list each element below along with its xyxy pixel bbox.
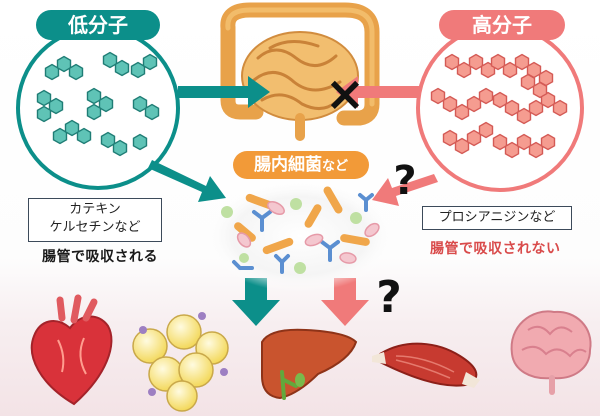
high-molecule-hexagon bbox=[528, 141, 544, 159]
low-molecule-hexagon bbox=[86, 103, 102, 121]
fat-cells-icon bbox=[132, 312, 229, 412]
left-absorbed-text: 腸管で吸収される bbox=[42, 249, 158, 265]
brain-icon bbox=[510, 310, 592, 395]
low-molecule-hexagon bbox=[64, 119, 80, 137]
high-molecule-hexagon bbox=[516, 107, 532, 125]
high-molecular-label: 高分子 bbox=[439, 10, 565, 40]
low-molecule-hexagon bbox=[36, 89, 52, 107]
low-molecule-hexagon bbox=[142, 53, 158, 71]
high-molecule-hexagon bbox=[444, 53, 460, 71]
teal-arrow-to-intestine bbox=[178, 76, 270, 108]
low-molecule-hexagon bbox=[56, 55, 72, 73]
high-molecule-hexagon bbox=[478, 121, 494, 139]
coral-arrow-to-bacteria bbox=[372, 174, 438, 206]
high-molecule-hexagon bbox=[502, 61, 518, 79]
right-not-absorbed-text: 腸管で吸収されない bbox=[430, 241, 561, 257]
low-molecule-hexagon bbox=[102, 51, 118, 69]
low-molecule-hexagon bbox=[112, 139, 128, 157]
right-examples-text: プロシアニジンなど bbox=[438, 210, 556, 225]
low-molecular-label: 低分子 bbox=[36, 10, 160, 40]
high-molecule-hexagon bbox=[520, 73, 536, 91]
low-molecule-hexagons bbox=[36, 51, 160, 157]
left-examples-line1: カテキン bbox=[69, 202, 121, 217]
cross-mark: × bbox=[325, 66, 365, 122]
gut-bacteria-suffix: など bbox=[321, 159, 348, 174]
low-molecule-hexagon bbox=[130, 61, 146, 79]
gut-bacteria-label: 腸内細菌など bbox=[233, 151, 369, 179]
high-molecule-hexagon bbox=[504, 141, 520, 159]
high-molecule-hexagon bbox=[454, 103, 470, 121]
coral-arrow-down bbox=[321, 278, 369, 326]
high-molecule-circle bbox=[416, 24, 584, 192]
coral-arrow-to-intestine bbox=[336, 76, 420, 108]
high-molecule-hexagon bbox=[514, 53, 530, 71]
low-molecule-hexagon bbox=[52, 127, 68, 145]
low-molecule-hexagon bbox=[76, 127, 92, 145]
high-molecule-hexagon bbox=[516, 133, 532, 151]
teal-arrow-down bbox=[232, 278, 280, 326]
left-examples-line2: ケルセチンなど bbox=[49, 220, 141, 235]
liver-icon bbox=[261, 328, 358, 400]
high-molecule-hexagon bbox=[540, 133, 556, 151]
question-mark-upper: ? bbox=[393, 158, 416, 204]
high-molecule-hexagon bbox=[478, 87, 494, 105]
low-molecule-hexagon bbox=[86, 87, 102, 105]
high-molecule-hexagon bbox=[504, 99, 520, 117]
high-molecule-hexagon bbox=[466, 129, 482, 147]
high-molecule-hexagon bbox=[442, 129, 458, 147]
high-molecule-hexagon bbox=[442, 95, 458, 113]
high-molecule-hexagon bbox=[454, 137, 470, 155]
high-molecule-hexagons bbox=[430, 53, 568, 159]
low-molecule-hexagon bbox=[132, 133, 148, 151]
question-mark-lower: ? bbox=[376, 272, 402, 323]
high-molecule-hexagon bbox=[532, 81, 548, 99]
low-molecule-hexagon bbox=[48, 97, 64, 115]
left-examples-box: カテキン ケルセチンなど bbox=[28, 198, 162, 242]
high-molecule-hexagon bbox=[492, 91, 508, 109]
muscle-icon bbox=[372, 342, 480, 388]
low-molecule-hexagon bbox=[98, 95, 114, 113]
gut-bacteria-main: 腸内細菌 bbox=[253, 155, 322, 175]
high-molecule-hexagon bbox=[528, 99, 544, 117]
high-molecule-hexagon bbox=[456, 61, 472, 79]
high-molecule-hexagon bbox=[552, 99, 568, 117]
high-molecule-hexagon bbox=[466, 95, 482, 113]
right-examples-box: プロシアニジンなど bbox=[422, 206, 572, 230]
low-molecule-hexagon bbox=[114, 59, 130, 77]
high-molecule-hexagon bbox=[490, 53, 506, 71]
low-molecule-hexagon bbox=[68, 63, 84, 81]
bacteria-icon bbox=[204, 180, 396, 292]
low-molecule-hexagon bbox=[44, 63, 60, 81]
low-molecule-hexagon bbox=[36, 105, 52, 123]
low-molecule-hexagon bbox=[100, 131, 116, 149]
low-molecule-circle bbox=[16, 26, 180, 190]
high-molecule-hexagon bbox=[430, 87, 446, 105]
heart-icon bbox=[30, 294, 113, 406]
high-molecule-hexagon bbox=[492, 133, 508, 151]
low-molecule-hexagon bbox=[144, 103, 160, 121]
low-molecule-hexagon bbox=[132, 95, 148, 113]
high-molecule-hexagon bbox=[468, 53, 484, 71]
teal-arrow-to-bacteria bbox=[148, 160, 226, 202]
